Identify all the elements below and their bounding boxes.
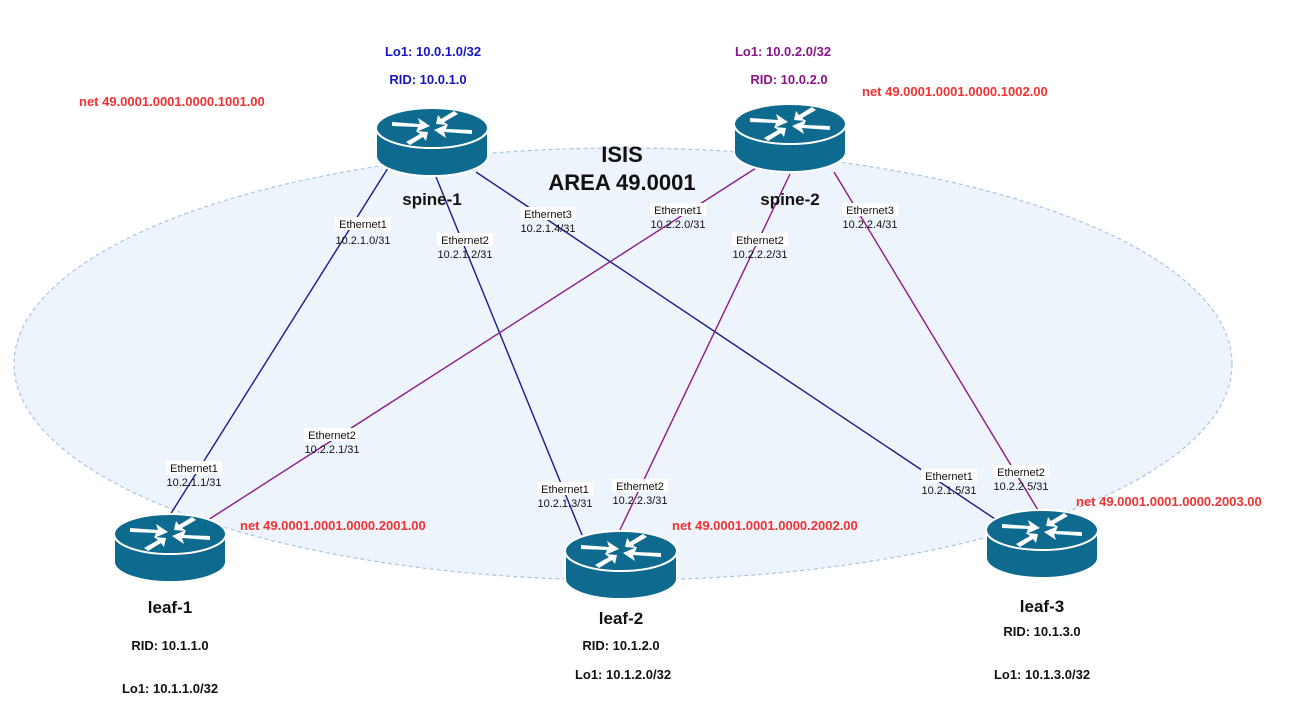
if-s1-l1-a-name: Ethernet1	[339, 219, 387, 231]
if-s1-l3-a-ip: 10.2.1.4/31	[520, 223, 575, 235]
if-s1-l2-a-name: Ethernet2	[441, 235, 489, 247]
if-s2-l2-a-name: Ethernet2	[736, 235, 784, 247]
if-s1-l3-b-ip: 10.2.1.5/31	[921, 485, 976, 497]
link-spine1-leaf3	[475, 171, 1005, 526]
if-s2-l2-b-name: Ethernet2	[616, 481, 664, 493]
if-s2-l3-b-name: Ethernet2	[997, 467, 1045, 479]
router-icon	[375, 107, 489, 177]
router-spine-1[interactable]: spine-1	[375, 107, 489, 209]
leaf-2-name: leaf-2	[599, 609, 643, 628]
interface-labels: Ethernet1 10.2.1.0/31 Ethernet2 10.2.1.2…	[166, 203, 1049, 510]
leaf-1-rid: RID: 10.1.1.0	[131, 638, 208, 653]
router-icon	[985, 509, 1099, 579]
if-s1-l2-a-ip: 10.2.1.2/31	[437, 249, 492, 261]
spine-1-net: net 49.0001.0001.0000.1001.00	[79, 94, 265, 109]
leaf-1-net: net 49.0001.0001.0000.2001.00	[240, 518, 426, 533]
link-spine2-leaf1	[207, 167, 757, 521]
leaf-3-net: net 49.0001.0001.0000.2003.00	[1076, 494, 1262, 509]
leaf-2-loopback: Lo1: 10.1.2.0/32	[575, 667, 671, 682]
spine-1-name: spine-1	[402, 190, 462, 209]
router-icon	[113, 513, 227, 583]
leaf-3-rid: RID: 10.1.3.0	[1003, 624, 1080, 639]
if-s2-l3-b-ip: 10.2.2.5/31	[993, 481, 1048, 493]
if-s2-l2-a-ip: 10.2.2.2/31	[732, 249, 787, 261]
if-s2-l1-b-name: Ethernet2	[308, 430, 356, 442]
leaf-3-name: leaf-3	[1020, 597, 1064, 616]
area-title: ISIS	[601, 142, 643, 167]
if-s2-l1-a-ip: 10.2.2.0/31	[650, 219, 705, 231]
leaf-2-net: net 49.0001.0001.0000.2002.00	[672, 518, 858, 533]
spine-2-net: net 49.0001.0001.0000.1002.00	[862, 84, 1048, 99]
link-spine1-leaf2	[433, 171, 583, 536]
leaf-3-loopback: Lo1: 10.1.3.0/32	[994, 667, 1090, 682]
if-s1-l1-b-ip: 10.2.1.1/31	[166, 477, 221, 489]
spine-2-loopback: Lo1: 10.0.2.0/32	[735, 44, 831, 59]
spine-2-name: spine-2	[760, 190, 820, 209]
leaf-1-loopback: Lo1: 10.1.1.0/32	[122, 681, 218, 696]
leaf-2-rid: RID: 10.1.2.0	[582, 638, 659, 653]
router-leaf-3[interactable]: leaf-3	[985, 509, 1099, 616]
if-s1-l2-b-name: Ethernet1	[541, 484, 589, 496]
router-leaf-2[interactable]: leaf-2	[564, 530, 678, 628]
if-s1-l3-a-name: Ethernet3	[524, 209, 572, 221]
if-s2-l3-a-name: Ethernet3	[846, 205, 894, 217]
spine-1-rid: RID: 10.0.1.0	[389, 72, 466, 87]
router-spine-2[interactable]: spine-2	[733, 103, 847, 209]
if-s2-l3-a-ip: 10.2.2.4/31	[842, 219, 897, 231]
link-spine2-leaf3	[833, 171, 1045, 521]
spine-2-rid: RID: 10.0.2.0	[750, 72, 827, 87]
if-s2-l1-b-ip: 10.2.2.1/31	[304, 444, 359, 456]
area-subtitle: AREA 49.0001	[548, 170, 695, 195]
router-icon	[564, 530, 678, 600]
if-s1-l1-b-name: Ethernet1	[170, 463, 218, 475]
leaf-1-name: leaf-1	[148, 598, 192, 617]
if-s1-l1-a-ip: 10.2.1.0/31	[335, 235, 390, 247]
if-s2-l1-a-name: Ethernet1	[654, 205, 702, 217]
spine-1-loopback: Lo1: 10.0.1.0/32	[385, 44, 481, 59]
router-icon	[733, 103, 847, 173]
if-s2-l2-b-ip: 10.2.2.3/31	[612, 495, 667, 507]
router-leaf-1[interactable]: leaf-1	[113, 513, 227, 617]
if-s1-l2-b-ip: 10.2.1.3/31	[537, 498, 592, 510]
if-s1-l3-b-name: Ethernet1	[925, 471, 973, 483]
